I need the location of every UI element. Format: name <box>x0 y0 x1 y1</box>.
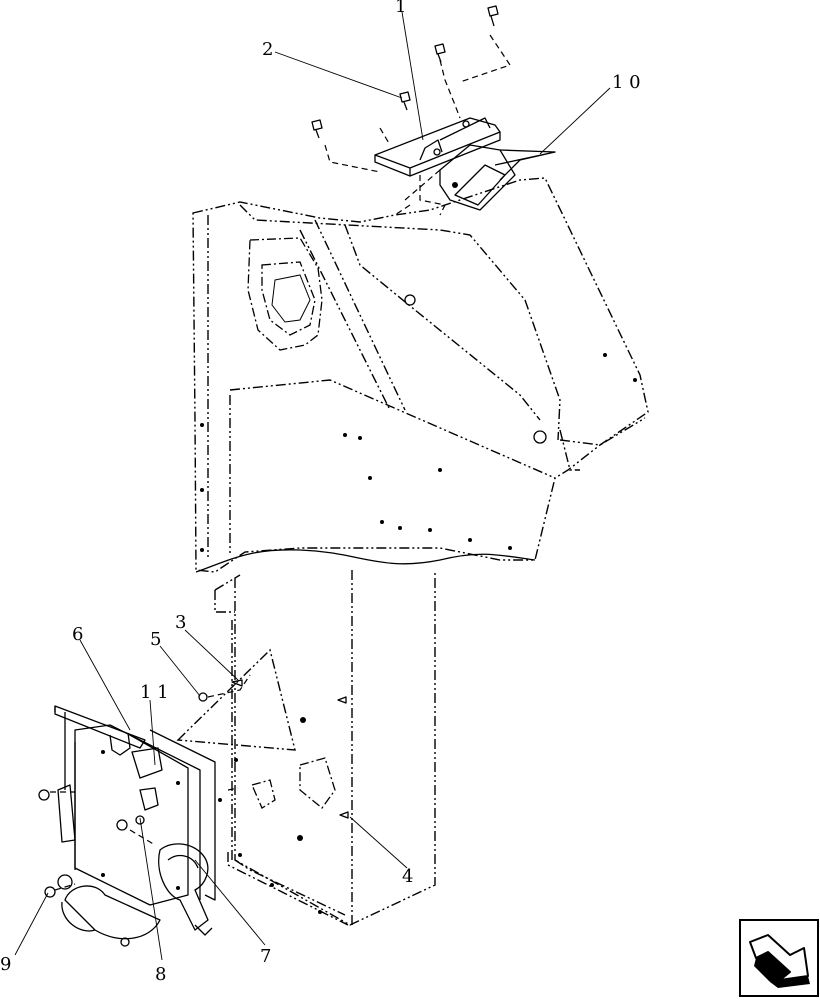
callout-5: 5 <box>150 629 161 650</box>
callout-11: 1 1 <box>140 682 169 703</box>
bolt <box>311 119 323 139</box>
bolt <box>434 43 446 63</box>
callout-labels: 1 2 3 4 5 6 7 8 9 1 0 1 1 <box>0 0 641 985</box>
bolt <box>487 5 499 27</box>
callout-2: 2 <box>262 39 273 60</box>
callout-8: 8 <box>155 964 166 985</box>
lower-column-phantom <box>176 570 436 926</box>
callout-7: 7 <box>260 946 271 967</box>
callout-10: 1 0 <box>612 72 641 93</box>
top-bracket-assembly <box>324 34 556 216</box>
motor-mount-assembly <box>38 674 251 947</box>
leader-lines <box>14 11 611 961</box>
callout-6: 6 <box>72 624 83 645</box>
next-page-arrow-icon[interactable] <box>739 919 819 997</box>
callout-4: 4 <box>402 866 413 887</box>
callout-1: 1 <box>395 0 406 17</box>
callout-9: 9 <box>0 954 11 975</box>
bolts-top <box>311 5 499 139</box>
bolt <box>399 91 411 111</box>
callout-3: 3 <box>175 612 186 633</box>
upper-housing-phantom <box>192 177 649 573</box>
